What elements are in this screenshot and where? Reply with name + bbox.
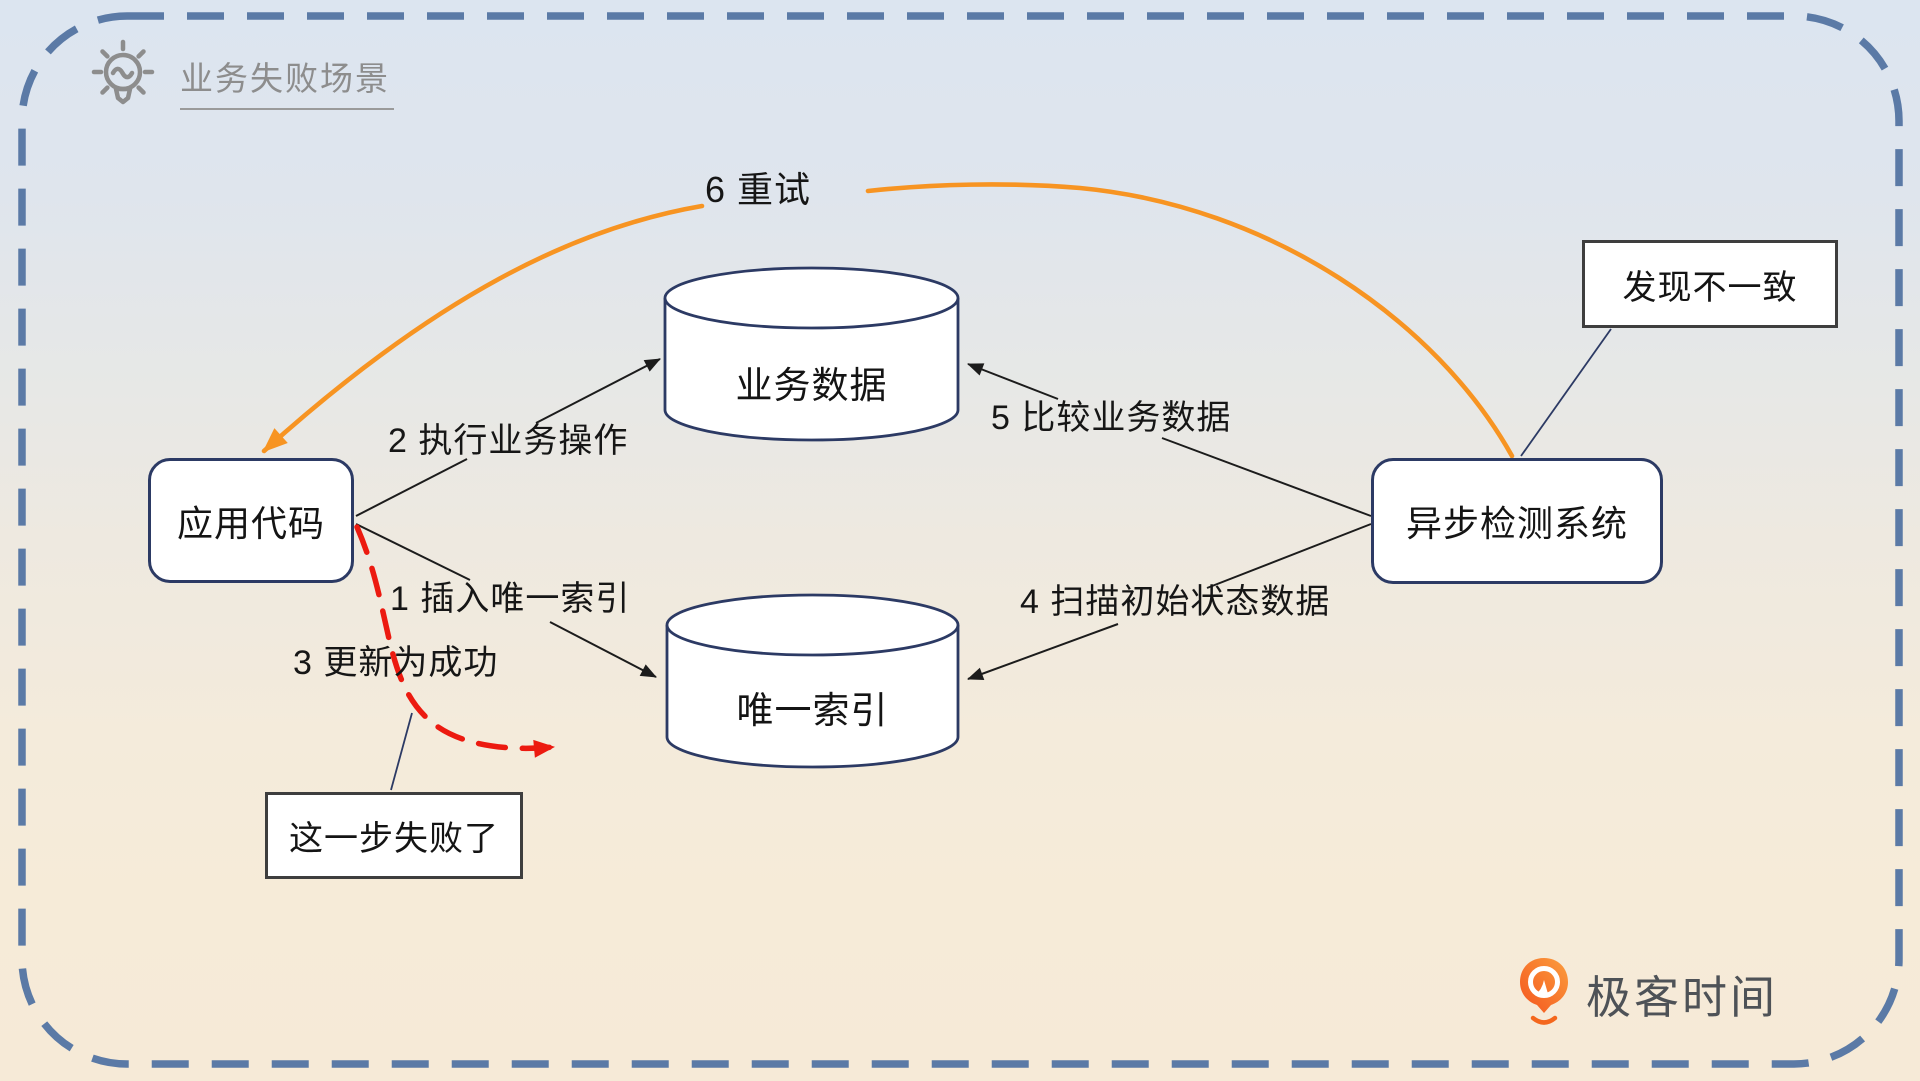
edge-update-to-success-failed [354, 524, 557, 758]
node-step-failed: 这一步失败了 [265, 792, 523, 879]
edge-scan-initial-state [967, 523, 1372, 680]
title-block: 业务失败场景 [82, 38, 394, 118]
edge-retry-curve [261, 182, 1515, 459]
connector-step-failed [390, 712, 413, 791]
edge-label-scan-initial-state: 4 扫描初始状态数据 [1020, 583, 1331, 621]
geektime-logo-icon [1520, 958, 1568, 1025]
edge-insert-unique-index [355, 523, 657, 678]
edge-label-compare-business-data: 5 比较业务数据 [991, 399, 1232, 437]
brand-name: 极客时间 [1586, 971, 1779, 1023]
node-found-inconsistency: 发现不一致 [1582, 240, 1838, 328]
node-unique-index-label: 唯一索引 [736, 690, 889, 731]
edge-label-insert-unique-index: 1 插入唯一索引 [390, 580, 631, 618]
node-async-detector: 异步检测系统 [1371, 458, 1663, 584]
lightbulb-icon [91, 39, 155, 105]
cylinder-unique-index [665, 593, 960, 769]
edge-execute-business-op [355, 358, 661, 517]
dashed-frame-border [18, 12, 1903, 1068]
edge-label-execute-business-op: 2 执行业务操作 [388, 422, 629, 460]
node-app-code-label: 应用代码 [176, 502, 325, 544]
cylinder-business-data [663, 266, 960, 442]
connector-found-inconsistency [1520, 328, 1612, 457]
node-found-inconsistency-label: 发现不一致 [1622, 268, 1798, 307]
edge-label-update-to-success: 3 更新为成功 [293, 644, 499, 682]
edge-label-retry: 6 重试 [705, 169, 812, 210]
page-title: 业务失败场景 [180, 38, 394, 110]
node-app-code: 应用代码 [148, 458, 354, 583]
node-step-failed-label: 这一步失败了 [289, 820, 499, 858]
brand-block: 极客时间 [1516, 956, 1778, 1030]
edge-compare-business-data [967, 363, 1372, 517]
node-business-data-label: 业务数据 [735, 365, 888, 406]
node-async-detector-label: 异步检测系统 [1405, 503, 1628, 544]
